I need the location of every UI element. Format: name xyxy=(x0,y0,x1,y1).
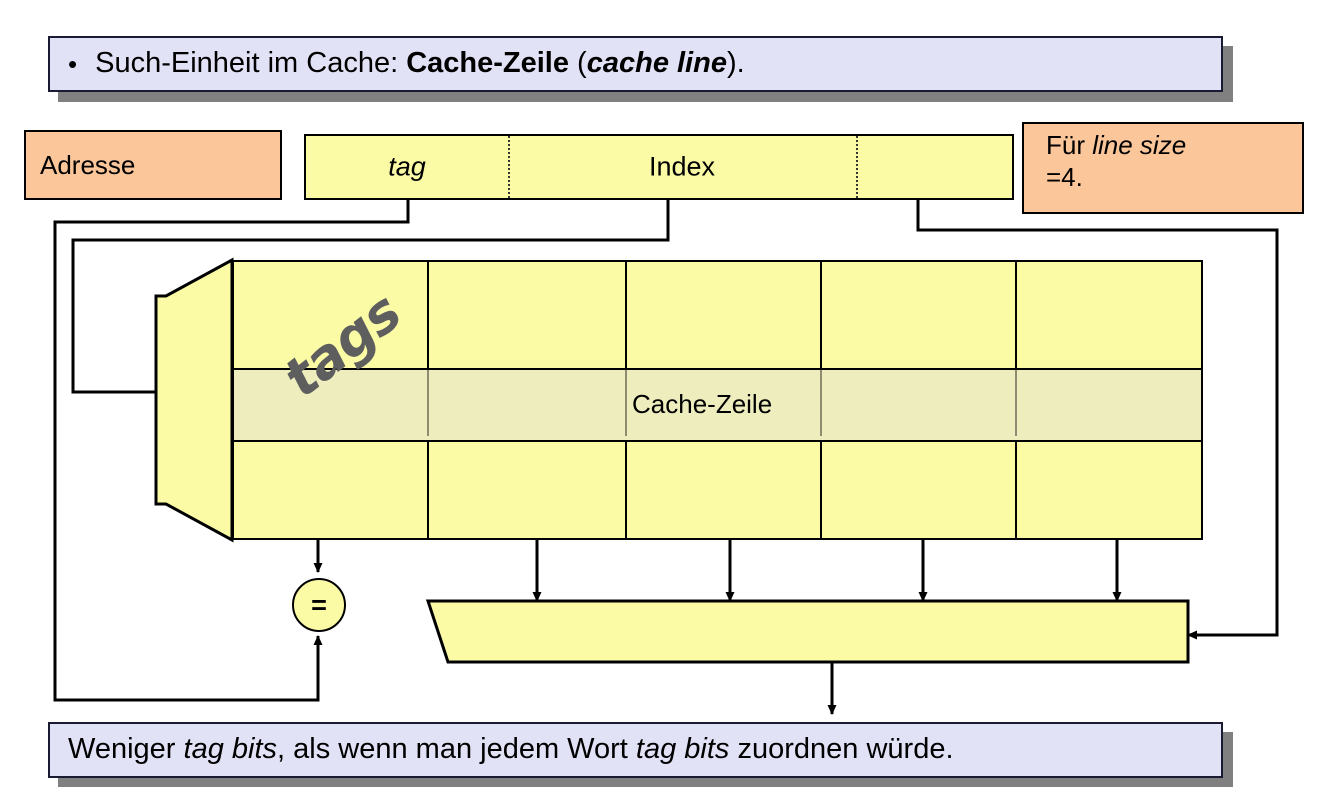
cache-grid-row-line-1 xyxy=(234,368,1201,370)
address-divider-index-offset xyxy=(856,136,858,198)
cache-grid-col-line-3 xyxy=(820,262,822,368)
footer-callout: Weniger tag bits, als wenn man jedem Wor… xyxy=(48,722,1223,778)
comparator-symbol: = xyxy=(311,589,327,620)
tag-comparator: = xyxy=(292,578,346,632)
cache-grid-row-line-2 xyxy=(234,440,1201,442)
title-callout: • Such-Einheit im Cache: Cache-Zeile (ca… xyxy=(48,36,1223,92)
title-bullet: • xyxy=(68,49,78,79)
highlight-col-sep-1 xyxy=(427,368,429,436)
cache-grid xyxy=(232,260,1203,540)
address-field-index: Index xyxy=(648,151,716,182)
cache-grid-col-line-4b xyxy=(1015,440,1017,538)
line-size-note-line2: =4. xyxy=(1046,161,1083,192)
address-field-tag: tag xyxy=(388,151,426,182)
address-divider-tag-index xyxy=(508,136,510,198)
cache-grid-col-line-1b xyxy=(427,440,429,538)
cache-grid-col-line-4 xyxy=(1015,262,1017,368)
cache-grid-col-line-2 xyxy=(625,262,627,368)
output-multiplexer xyxy=(425,599,1190,664)
adresse-box: Adresse xyxy=(24,130,282,200)
cache-grid-highlight-row xyxy=(234,368,1201,440)
footer-text: Weniger tag bits, als wenn man jedem Wor… xyxy=(68,733,954,766)
cache-zeile-label: Cache-Zeile xyxy=(632,389,773,419)
highlight-col-sep-2 xyxy=(625,368,627,436)
line-size-note: Für line size =4. xyxy=(1022,122,1304,214)
cache-index-decoder xyxy=(154,257,234,543)
cache-grid-col-line-3b xyxy=(820,440,822,538)
highlight-col-sep-4 xyxy=(1015,368,1017,436)
cache-grid-col-line-1 xyxy=(427,262,429,368)
cache-grid-col-line-2b xyxy=(625,440,627,538)
highlight-col-sep-3 xyxy=(820,368,822,436)
address-field-bar: tag Index xyxy=(304,134,1014,200)
adresse-label: Adresse xyxy=(40,149,136,180)
line-size-note-line1: Für line size xyxy=(1046,130,1187,160)
title-text: Such-Einheit im Cache: Cache-Zeile (cach… xyxy=(95,47,745,80)
